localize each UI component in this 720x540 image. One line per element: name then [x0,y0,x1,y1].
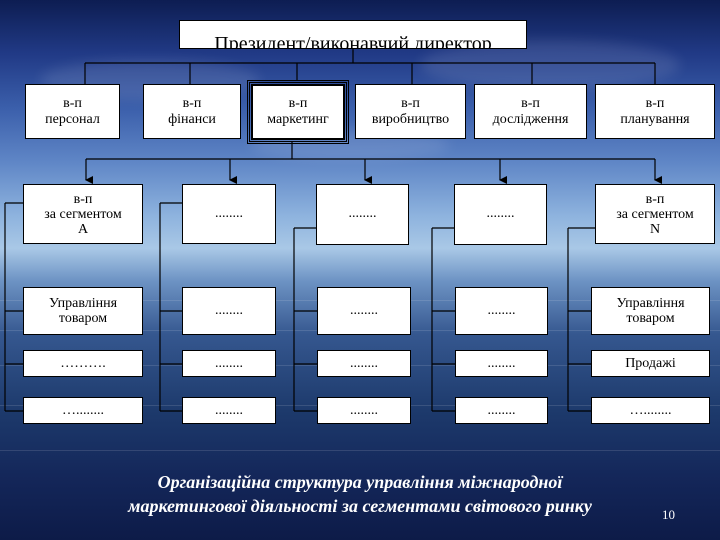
dept-marketing-box: в-п маркетинг [247,80,349,144]
segment-item-label: …........ [62,402,104,418]
segment-head-label: ........ [348,206,377,221]
segment-item: Управління товаром [23,287,143,335]
dept-label: в-п дослідження [492,95,569,127]
segment-item: ………. [23,350,143,377]
segment-head: ........ [316,184,409,245]
segment-item-label: Продажі [625,356,676,371]
dept-label: в-п персонал [45,95,100,127]
segment-head-a: в-п за сегментом А [23,184,143,244]
dept-research-box: в-п дослідження [474,84,587,139]
segment-item-label: ........ [215,402,243,418]
segment-item: ........ [455,397,548,424]
segment-head-label: ........ [486,206,515,221]
segment-head-label: в-п за сегментом N [616,191,694,237]
segment-item: …........ [23,397,143,424]
slide-caption: Організаційна структура управління міжна… [40,470,680,518]
sea-wave [0,450,720,451]
segment-item-label: ........ [487,402,516,418]
president-box: Президент/виконавчий директор [179,20,527,49]
segment-item-label: Управління товаром [48,296,118,326]
segment-item: ........ [317,287,411,335]
segment-item: ........ [317,350,411,377]
dept-label: в-п виробництво [371,95,450,127]
segment-item: ........ [182,350,276,377]
caption-line: маркетингової діяльності за сегментами с… [128,496,592,516]
dept-label: в-п планування [620,95,690,127]
dept-label: в-п фінанси [168,95,216,127]
segment-item-label: ........ [350,303,378,318]
dept-production-box: в-п виробництво [355,84,466,139]
page-number: 10 [662,507,675,522]
president-label: Президент/виконавчий директор [214,33,492,49]
segment-item-label: ........ [350,402,378,418]
segment-head: ........ [182,184,276,244]
segment-item-label: ........ [215,303,243,318]
segment-item-label: Управління товаром [616,296,685,326]
segment-item-label: ………. [60,355,106,371]
dept-personnel-box: в-п персонал [25,84,120,139]
segment-item: Управління товаром [591,287,710,335]
segment-item: ........ [182,397,276,424]
segment-head-label: ........ [215,206,243,221]
segment-item: ........ [455,350,548,377]
dept-label: в-п маркетинг [267,96,329,127]
segment-item: ........ [182,287,276,335]
segment-item: …........ [591,397,710,424]
segment-item-label: ........ [487,303,516,318]
dept-planning-box: в-п планування [595,84,715,139]
caption-line: Організаційна структура управління міжна… [157,472,563,492]
segment-item-label: ........ [487,355,516,371]
dept-finance-box: в-п фінанси [143,84,241,139]
segment-item: Продажі [591,350,710,377]
segment-head: ........ [454,184,547,245]
segment-item-label: …........ [629,402,672,418]
segment-item-label: ........ [350,355,378,371]
segment-item-label: ........ [215,355,243,371]
segment-head-label: в-п за сегментом А [44,191,122,237]
segment-head-n: в-п за сегментом N [595,184,715,244]
segment-item: ........ [317,397,411,424]
segment-item: ........ [455,287,548,335]
